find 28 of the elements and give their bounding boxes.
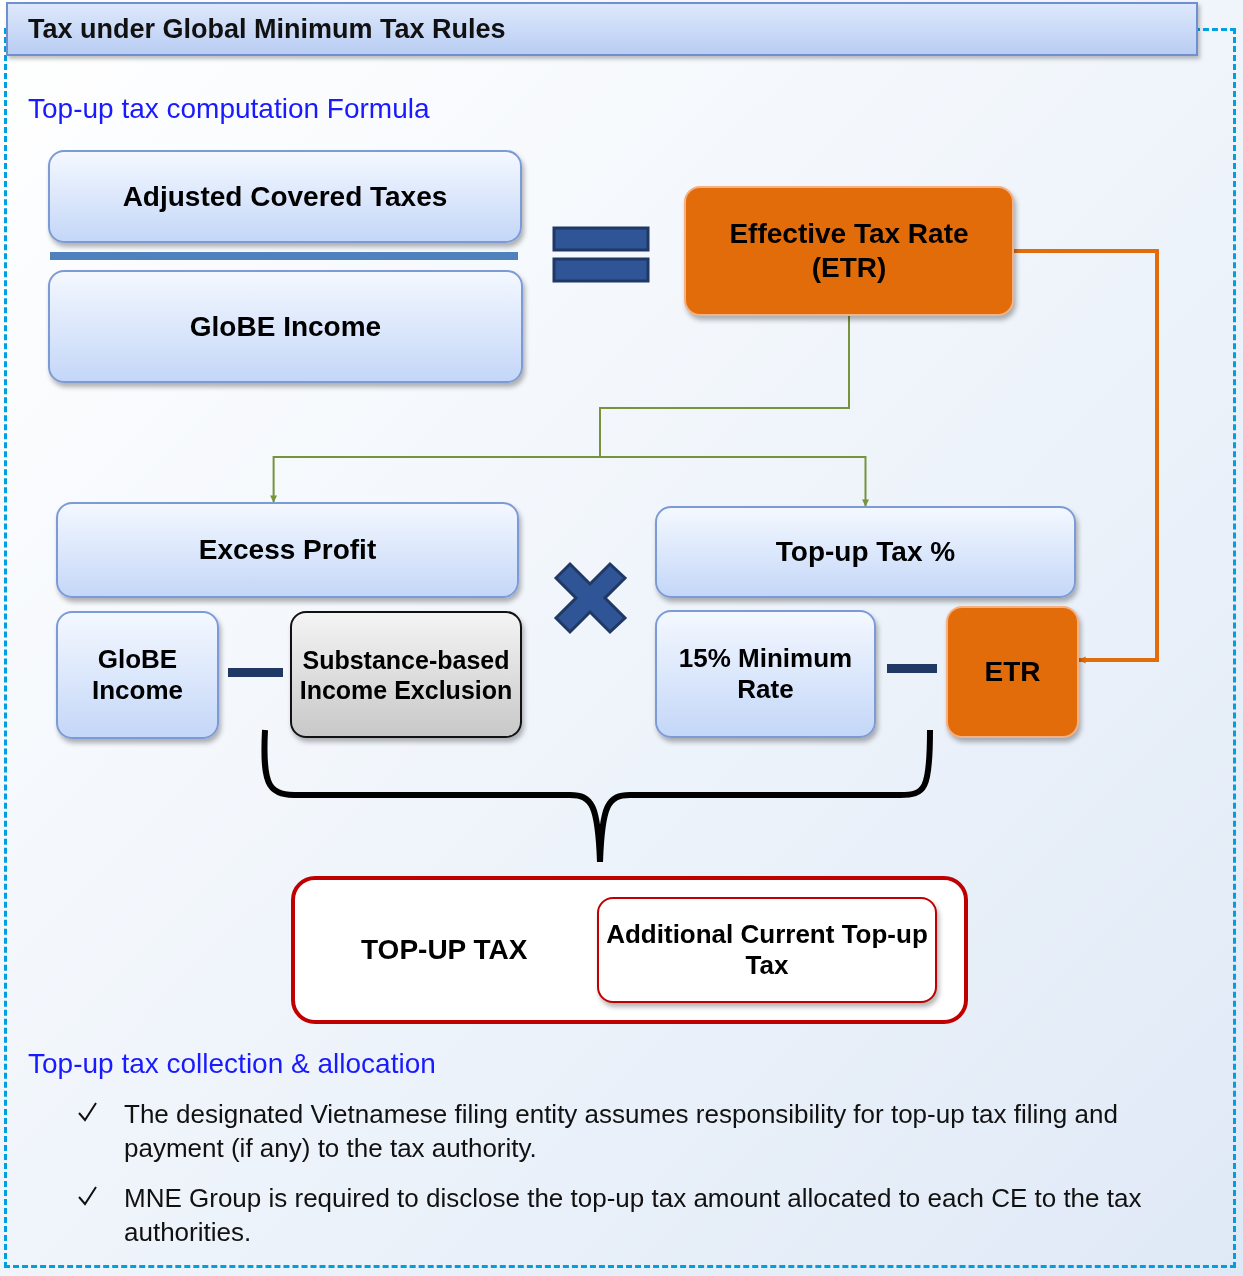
formula-box xyxy=(290,611,522,738)
section-heading: Top-up tax collection & allocation xyxy=(28,1048,436,1080)
formula-box xyxy=(48,270,523,383)
box-label: Top-up Tax % xyxy=(774,535,957,569)
formula-box xyxy=(48,150,522,243)
box-label: Additional Current Top-up Tax xyxy=(605,918,929,982)
box-label: TOP-UP TAX xyxy=(360,933,529,967)
formula-box xyxy=(56,611,219,739)
bullet-text: The designated Vietnamese filing entity assumes responsibility for top-up tax filing and payment (if any) to the tax authority. xyxy=(124,1098,1119,1165)
formula-box xyxy=(56,502,519,598)
bullet-text: MNE Group is required to disclose the top-up tax amount allocated to each CE to the tax authorities. xyxy=(124,1182,1143,1249)
title-banner: Tax under Global Minimum Tax Rules xyxy=(6,2,1198,56)
formula-box xyxy=(291,876,968,1024)
formula-box xyxy=(597,897,937,1003)
connector-arrow xyxy=(1014,249,1159,664)
box-label: 15% Minimum Rate xyxy=(677,642,854,706)
formula-box xyxy=(946,606,1079,738)
box-label: GloBE Income xyxy=(188,309,383,344)
box-label: Effective Tax Rate (ETR) xyxy=(728,217,970,285)
box-label: Adjusted Covered Taxes xyxy=(121,179,449,214)
formula-box xyxy=(655,610,876,738)
formula-box xyxy=(655,506,1076,598)
section-heading: Top-up tax computation Formula xyxy=(28,93,430,125)
formula-box xyxy=(684,186,1014,316)
box-label: Excess Profit xyxy=(197,533,378,567)
box-label: ETR xyxy=(983,655,1042,689)
box-label: GloBE Income xyxy=(91,643,184,707)
box-label: Substance-based Income Exclusion xyxy=(298,644,514,705)
